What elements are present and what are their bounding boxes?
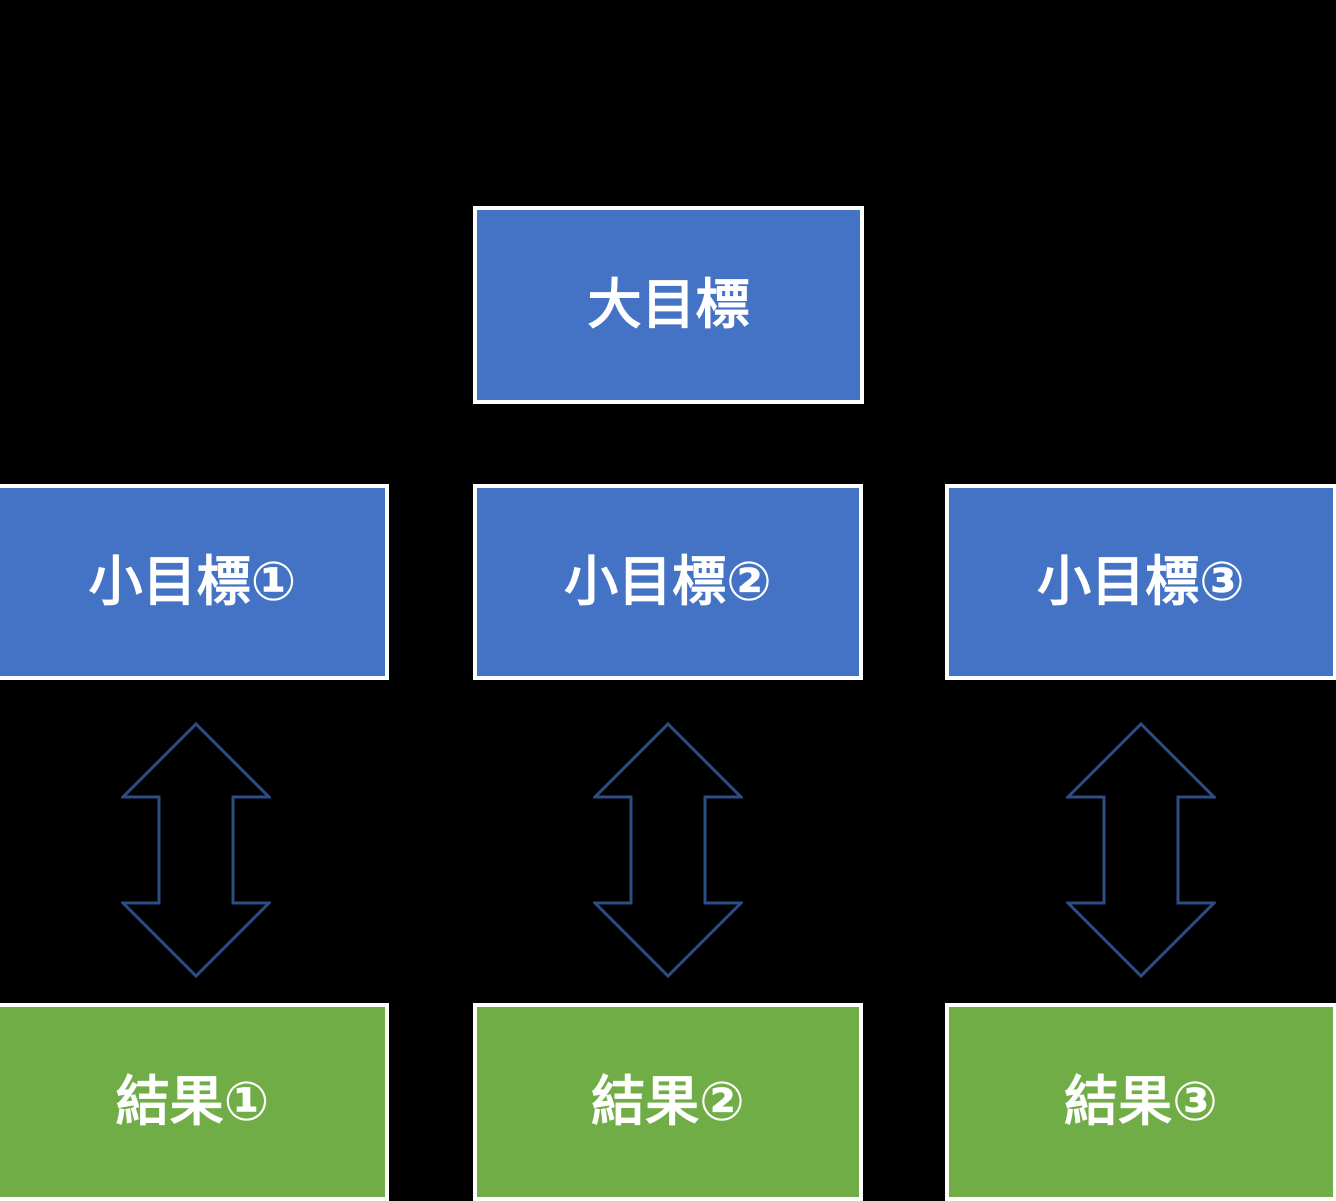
result-label-2: 結果② <box>591 1072 745 1132</box>
sub-goal-box-2: 小目標② <box>473 484 863 680</box>
up-down-double-arrow-icon <box>1066 722 1216 978</box>
result-label-1: 結果① <box>115 1072 270 1132</box>
sub-goal-label-1: 小目標① <box>88 552 297 612</box>
sub-goal-box-3: 小目標③ <box>945 484 1336 680</box>
result-box-1: 結果① <box>0 1003 389 1201</box>
sub-goal-box-1: 小目標① <box>0 484 389 680</box>
result-box-3: 結果③ <box>945 1003 1336 1201</box>
sub-goal-label-2: 小目標② <box>564 552 772 612</box>
up-down-arrow-3 <box>1066 722 1216 978</box>
up-down-double-arrow-icon <box>121 722 271 978</box>
top-goal-box: 大目標 <box>473 206 864 404</box>
result-label-3: 結果③ <box>1064 1072 1218 1132</box>
up-down-arrow-1 <box>121 722 271 978</box>
result-box-2: 結果② <box>473 1003 863 1201</box>
top-goal-label: 大目標 <box>587 275 750 335</box>
up-down-arrow-2 <box>593 722 743 978</box>
sub-goal-label-3: 小目標③ <box>1037 552 1245 612</box>
up-down-double-arrow-icon <box>593 722 743 978</box>
